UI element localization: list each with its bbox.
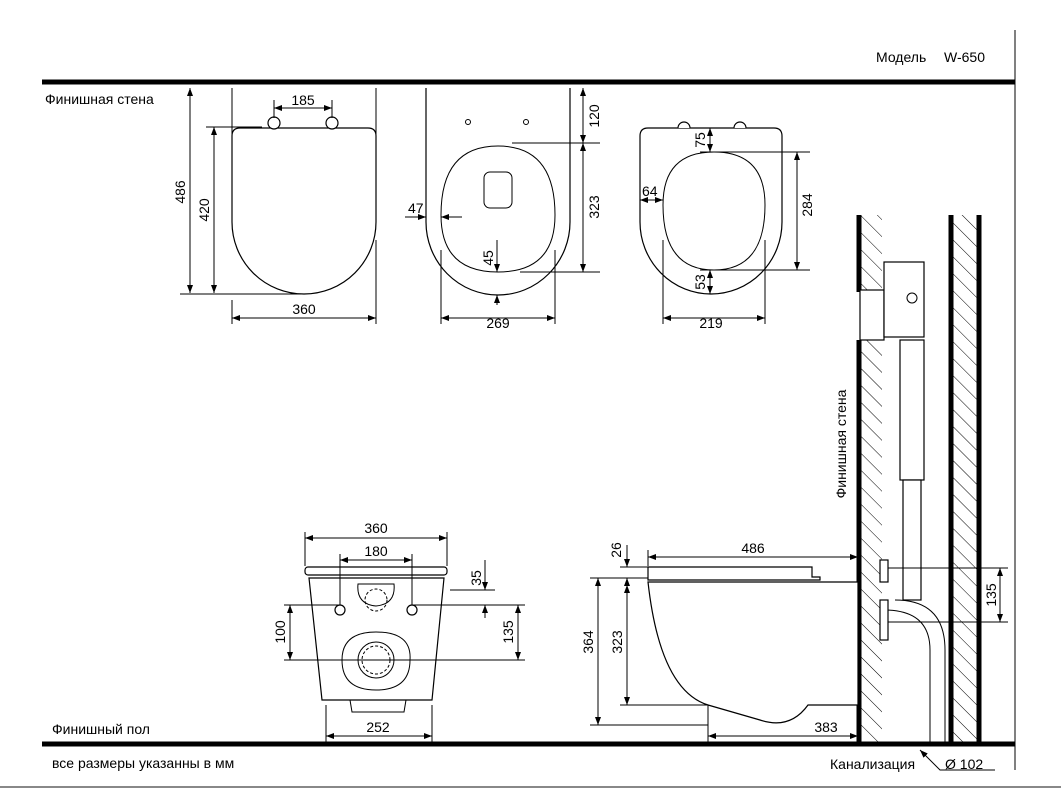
dim-rim-side-3: 64 <box>642 183 658 199</box>
dim-front-width: 360 <box>364 520 388 536</box>
dim-opening-width: 269 <box>486 315 510 331</box>
finish-floor-label: Финишный пол <box>52 721 150 737</box>
dim-depth: 486 <box>741 540 765 556</box>
top-view-seat-opening <box>639 121 810 324</box>
dim-hinge-spacing: 185 <box>291 92 315 108</box>
dim-seat-to-drain: 135 <box>500 620 516 644</box>
dim-opening-length: 323 <box>586 195 602 219</box>
dim-bowl-height: 323 <box>609 630 625 654</box>
dim-top-to-hole: 35 <box>468 570 484 586</box>
dim-to-opening: 120 <box>586 104 602 128</box>
units-note: все размеры указанны в мм <box>52 755 234 771</box>
front-view <box>284 532 525 742</box>
dim-width: 360 <box>292 301 316 317</box>
dim-hole-spacing: 180 <box>364 543 388 559</box>
dim-total-length: 486 <box>172 180 188 204</box>
model-value: W-650 <box>944 49 985 65</box>
dim-seat-length: 420 <box>196 198 212 222</box>
finish-wall-side-label: Финишная стена <box>833 389 849 498</box>
dim-outlet-offset: 383 <box>814 719 838 735</box>
sewer-leader <box>919 749 995 771</box>
dim-rim-back: 75 <box>692 132 708 148</box>
dim-inlet-height: 135 <box>983 583 999 607</box>
model-label: Модель <box>876 49 926 65</box>
finish-wall-label: Финишная стена <box>45 91 154 107</box>
dim-rim-side: 47 <box>408 200 424 216</box>
dim-opening-length-3: 284 <box>799 193 815 217</box>
dim-hole-to-drain: 100 <box>272 620 288 644</box>
dim-seat-thickness: 26 <box>608 542 624 558</box>
dim-rim-front: 45 <box>480 250 496 266</box>
side-view <box>590 215 1008 744</box>
dim-opening-width-3: 219 <box>699 315 723 331</box>
dim-height: 364 <box>580 630 596 654</box>
sewer-label: Канализация <box>830 756 915 772</box>
sewer-diameter: Ø 102 <box>945 756 983 772</box>
dim-rim-front-3: 53 <box>692 274 708 290</box>
top-view-bowl <box>405 88 600 324</box>
dim-base-width: 252 <box>366 719 390 735</box>
top-view-seat <box>180 88 377 324</box>
